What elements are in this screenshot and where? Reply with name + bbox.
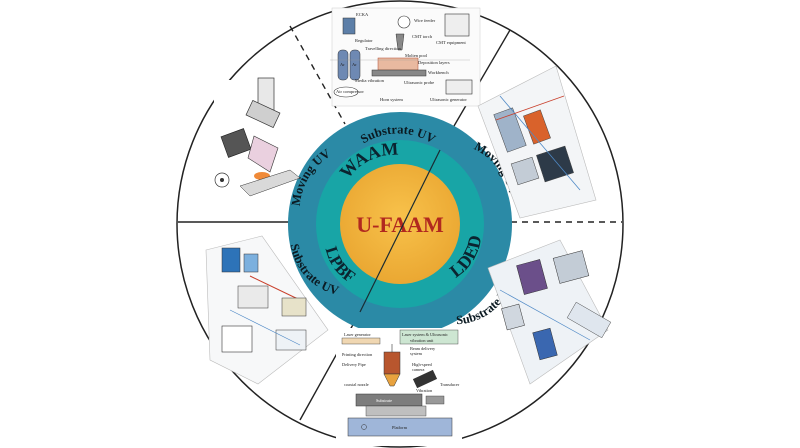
- label-cmt-torch: CMT torch: [412, 34, 433, 39]
- wire-box: [220, 128, 252, 158]
- label-deposition-layers: Deposition layers: [418, 60, 450, 65]
- ecka-unit: [342, 17, 356, 35]
- center-label: U-FAAM: [356, 212, 444, 237]
- label-molten-pool: Molten pool: [405, 53, 428, 58]
- label-media-vibration: Media vibration: [355, 78, 385, 83]
- workbench: [371, 69, 427, 77]
- center-circle: [340, 164, 460, 284]
- label-ultrasonic-generator: Ultrasonic generator: [430, 97, 467, 102]
- support-legs: [365, 405, 427, 417]
- coaxial-nozzle: [383, 373, 401, 387]
- laser-system-box: [399, 329, 459, 345]
- label-ar1: Ar: [340, 62, 345, 67]
- label-cmt-equipment: CMT equipment: [436, 40, 467, 45]
- label-travelling-direction: Travelling direction: [365, 46, 401, 51]
- high-speed-camera: [412, 369, 438, 389]
- welding-torch: [247, 135, 279, 173]
- laser-generator-box: [341, 337, 381, 345]
- air-compressor: [333, 86, 359, 98]
- left-lower-panel-lpbf-setup: [205, 235, 329, 385]
- substrate-plate: [239, 169, 301, 197]
- label-laser-generator: Laser generator: [344, 332, 371, 337]
- top-panel-waam-schematic: Ar Ar ECKA Regulator Wire feeder CMT equ…: [330, 7, 481, 107]
- platform: [347, 417, 453, 437]
- label-beam-delivery: Beam delivery: [410, 346, 436, 351]
- label-transducer: Transducer: [440, 382, 460, 387]
- label-printing-direction: Printing direction: [342, 352, 373, 357]
- robot-head: [245, 99, 281, 129]
- bottom-panel-schematic: Laser generator Laser system & Ultrasoni…: [336, 328, 462, 446]
- label-delivery-pipe: Delivery Pipe: [342, 362, 366, 367]
- label-coaxial-nozzle: coaxial nozzle: [344, 382, 369, 387]
- label-substrate: Substrate: [376, 398, 392, 403]
- ring-split-line: [359, 149, 441, 313]
- left-upper-panel-robot-torch: [214, 77, 301, 197]
- gas-cylinder: [349, 49, 361, 81]
- ultrasonic-generator: [445, 79, 473, 95]
- cmt-torch: [395, 33, 405, 51]
- label-platform: Platform: [392, 425, 408, 430]
- label-camera: camera: [412, 367, 424, 372]
- label-ecka: ECKA: [356, 12, 369, 17]
- label-high-speed: High-speed: [412, 362, 433, 367]
- wire-feeder-spool: [397, 15, 411, 29]
- right-lower-panel-photo: [487, 239, 612, 385]
- gas-cylinder: [337, 49, 349, 81]
- label-laser-system: Laser system & Ultrasonic: [402, 332, 448, 337]
- label-vibration-unit: vibration unit: [410, 338, 434, 343]
- cmt-equipment: [444, 13, 470, 37]
- label-horn-system: Horn system: [380, 97, 403, 102]
- label-vibration: Vibration: [416, 388, 433, 393]
- label-workbench: Workbench: [428, 70, 449, 75]
- label-air-compressor: Air compressor: [336, 89, 364, 94]
- label-wire-feeder: Wire feeder: [414, 18, 436, 23]
- label-ultrasonic-probe: Ultrasonic probe: [404, 80, 434, 85]
- label-ar2: Ar: [352, 62, 357, 67]
- transducer: [425, 395, 445, 405]
- right-upper-panel-lded-setup: [477, 65, 597, 219]
- label-beam-system: system: [410, 351, 423, 356]
- deposition-layers: [377, 57, 419, 71]
- laser-head: [383, 351, 401, 375]
- label-regulator: Regulator: [355, 38, 373, 43]
